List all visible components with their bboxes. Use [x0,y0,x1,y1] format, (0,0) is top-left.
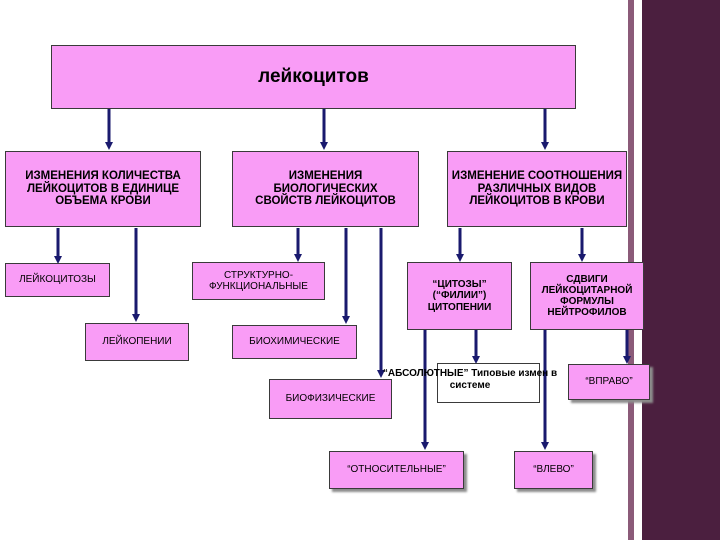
absolute-text: “АБСОЛЮТНЫЕ” Типовые измен в системе [382,368,558,391]
quantity-changes-box: ИЗМЕНЕНИЯ КОЛИЧЕСТВА ЛЕЙКОЦИТОВ В ЕДИНИЦ… [5,151,201,227]
biophysical-box: БИОФИЗИЧЕСКИЕ [269,379,392,419]
relative-text: “ОТНОСИТЕЛЬНЫЕ” [347,464,446,476]
top-box: лейкоцитов [51,45,576,109]
ratio-change-box: ИЗМЕНЕНИЕ СООТНОШЕНИЯ РАЗЛИЧНЫХ ВИДОВ ЛЕ… [447,151,627,227]
left-shift-box: “ВЛЕВО” [514,451,593,489]
right-shift-text: “ВПРАВО” [585,376,633,388]
right-shift-box: “ВПРАВО” [568,364,650,400]
leukocytosis-text: ЛЕЙКОЦИТОЗЫ [19,274,96,286]
biochemical-text: БИОХИМИЧЕСКИЕ [249,336,340,348]
leukopenia-text: ЛЕЙКОПЕНИИ [102,336,172,348]
cytoses-text: “ЦИТОЗЫ” (“ФИЛИИ”) ЦИТОПЕНИИ [427,279,492,313]
formula-shifts-box: СДВИГИ ЛЕЙКОЦИТАРНОЙ ФОРМУЛЫ НЕЙТРОФИЛОВ [530,262,644,330]
cytoses-box: “ЦИТОЗЫ” (“ФИЛИИ”) ЦИТОПЕНИИ [407,262,512,330]
top-box-text: лейкоцитов [258,66,369,88]
leukocytosis-box: ЛЕЙКОЦИТОЗЫ [5,263,110,297]
formula-shifts-text: СДВИГИ ЛЕЙКОЦИТАРНОЙ ФОРМУЛЫ НЕЙТРОФИЛОВ [541,273,633,319]
bio-properties-box: ИЗМЕНЕНИЯ БИОЛОГИЧЕСКИХ СВОЙСТВ ЛЕЙКОЦИТ… [232,151,419,227]
side-stripe-dark [642,0,720,540]
biophysical-text: БИОФИЗИЧЕСКИЕ [285,393,376,405]
ratio-change-text: ИЗМЕНЕНИЕ СООТНОШЕНИЯ РАЗЛИЧНЫХ ВИДОВ ЛЕ… [451,169,623,208]
relative-box: “ОТНОСИТЕЛЬНЫЕ” [329,451,464,489]
structural-functional-text: СТРУКТУРНО-ФУНКЦИОНАЛЬНЫЕ [209,269,308,292]
leukopenia-box: ЛЕЙКОПЕНИИ [85,323,189,361]
structural-functional-box: СТРУКТУРНО-ФУНКЦИОНАЛЬНЫЕ [192,262,325,300]
bio-properties-text: ИЗМЕНЕНИЯ БИОЛОГИЧЕСКИХ СВОЙСТВ ЛЕЙКОЦИТ… [255,169,396,208]
quantity-changes-text: ИЗМЕНЕНИЯ КОЛИЧЕСТВА ЛЕЙКОЦИТОВ В ЕДИНИЦ… [25,169,181,208]
biochemical-box: БИОХИМИЧЕСКИЕ [232,325,357,359]
absolute-box [437,363,540,403]
left-shift-text: “ВЛЕВО” [533,464,574,476]
